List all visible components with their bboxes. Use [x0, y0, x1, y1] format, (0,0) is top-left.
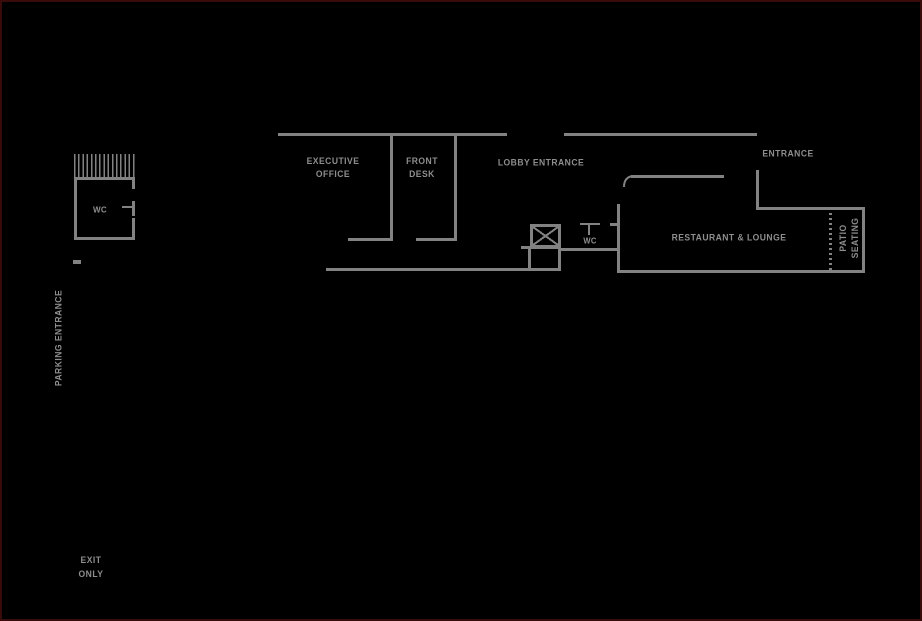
wc-fixture-icon-bar — [580, 223, 600, 225]
wc-room-label: WC — [92, 204, 108, 215]
wall-wc-room-bottom — [74, 237, 135, 240]
wall-wc-corridor — [559, 248, 620, 251]
wc-room-door-jamb-h — [122, 206, 134, 208]
patio-seating-label-line2: SEATING — [850, 217, 860, 259]
executive-office-label-line2: OFFICE — [315, 169, 351, 179]
front-desk-label-line1: FRONT — [406, 156, 438, 166]
door-leaf-line — [631, 175, 724, 178]
executive-office-label-line1: EXECUTIVE — [306, 156, 360, 166]
wc-small-label: WC — [583, 236, 597, 246]
lobby-entrance-label: LOBBY ENTRANCE — [497, 157, 585, 168]
wc-fixture-icon-stem — [588, 225, 590, 235]
elevator-icon — [530, 224, 561, 248]
wall-restaurant-right — [862, 207, 865, 273]
wall-top-right — [564, 133, 757, 136]
wall-wc-room-right-upper — [132, 177, 135, 189]
wall-front-desk-right — [454, 133, 457, 241]
stairs-hatching-icon — [74, 154, 135, 177]
service-shaft-box — [528, 246, 561, 271]
exit-only-label-line2: ONLY — [78, 569, 104, 579]
front-desk-label: FRONT DESK — [406, 155, 438, 181]
wall-restaurant-top — [757, 207, 865, 210]
patio-divider-dotted-line — [829, 208, 832, 270]
executive-office-label: EXECUTIVE OFFICE — [307, 155, 360, 181]
wall-executive-office-right — [390, 133, 393, 241]
wall-front-desk-bottom — [416, 238, 457, 241]
wall-wc-room-left — [74, 177, 77, 240]
wall-stub-marker — [73, 260, 81, 264]
wall-executive-office-bottom — [348, 238, 393, 241]
wall-restaurant-left — [617, 204, 620, 273]
wall-wc-room-right-lower — [132, 218, 135, 240]
wc-room-door-jamb-v — [132, 201, 135, 216]
wall-restaurant-left-tick — [610, 223, 618, 226]
wall-entrance-side — [756, 170, 759, 210]
patio-seating-label: PATIO SEATING — [837, 218, 861, 259]
front-desk-label-line2: DESK — [409, 169, 435, 179]
exit-only-label: EXIT ONLY — [79, 553, 104, 581]
service-shaft-tick — [521, 246, 529, 249]
door-swing-arc-icon — [623, 175, 634, 188]
wall-restaurant-bottom — [617, 270, 865, 273]
exit-only-label-line1: EXIT — [80, 555, 102, 565]
patio-seating-label-line1: PATIO — [838, 224, 848, 252]
entrance-label: ENTRANCE — [762, 148, 814, 159]
parking-entrance-label: PARKING ENTRANCE — [53, 289, 64, 387]
wall-wc-room-top — [74, 177, 135, 180]
restaurant-lounge-label: RESTAURANT & LOUNGE — [671, 232, 787, 243]
wall-corridor-bottom — [326, 268, 531, 271]
